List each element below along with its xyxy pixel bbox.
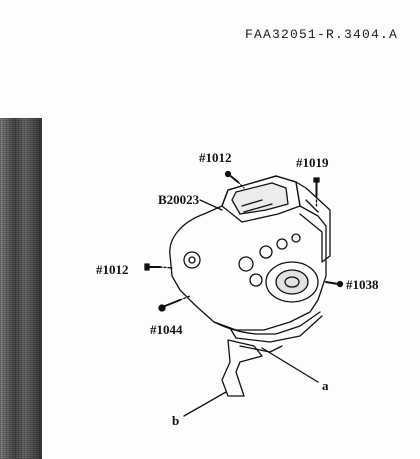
- right-bracket: [295, 181, 331, 263]
- button-1: [238, 256, 254, 272]
- label-screw-1044: #1044: [150, 322, 183, 337]
- button-5: [291, 233, 301, 243]
- prism-housing: [221, 175, 301, 223]
- callout-a: a: [322, 378, 329, 393]
- leader-line-b20023: [199, 199, 223, 211]
- button-2: [259, 245, 273, 259]
- screw-1012-top-icon: [224, 170, 239, 183]
- screw-1019-icon: [313, 177, 320, 197]
- prism-window: [231, 182, 289, 215]
- leader-line-a: [261, 347, 319, 383]
- screw-1012-left-icon: [144, 263, 161, 271]
- lower-bracket: [221, 339, 263, 397]
- label-screw-1019: #1019: [296, 155, 329, 170]
- label-part-b20023: B20023: [158, 192, 200, 207]
- button-4: [276, 238, 288, 250]
- callout-b: b: [172, 413, 180, 428]
- button-3: [249, 273, 263, 287]
- scanned-edge-shadow: [0, 118, 42, 459]
- label-screw-1012-left: #1012: [96, 262, 129, 277]
- mode-dial: [265, 261, 319, 303]
- document-code: FAA32051-R.3404.A: [245, 27, 399, 42]
- leader-line-b: [183, 391, 227, 417]
- label-screw-1012-top: #1012: [199, 150, 232, 165]
- label-screw-1038: #1038: [346, 277, 379, 292]
- screw-1038-icon: [325, 280, 344, 288]
- screw-1044-icon: [158, 299, 181, 312]
- lens-release-boss: [183, 251, 201, 269]
